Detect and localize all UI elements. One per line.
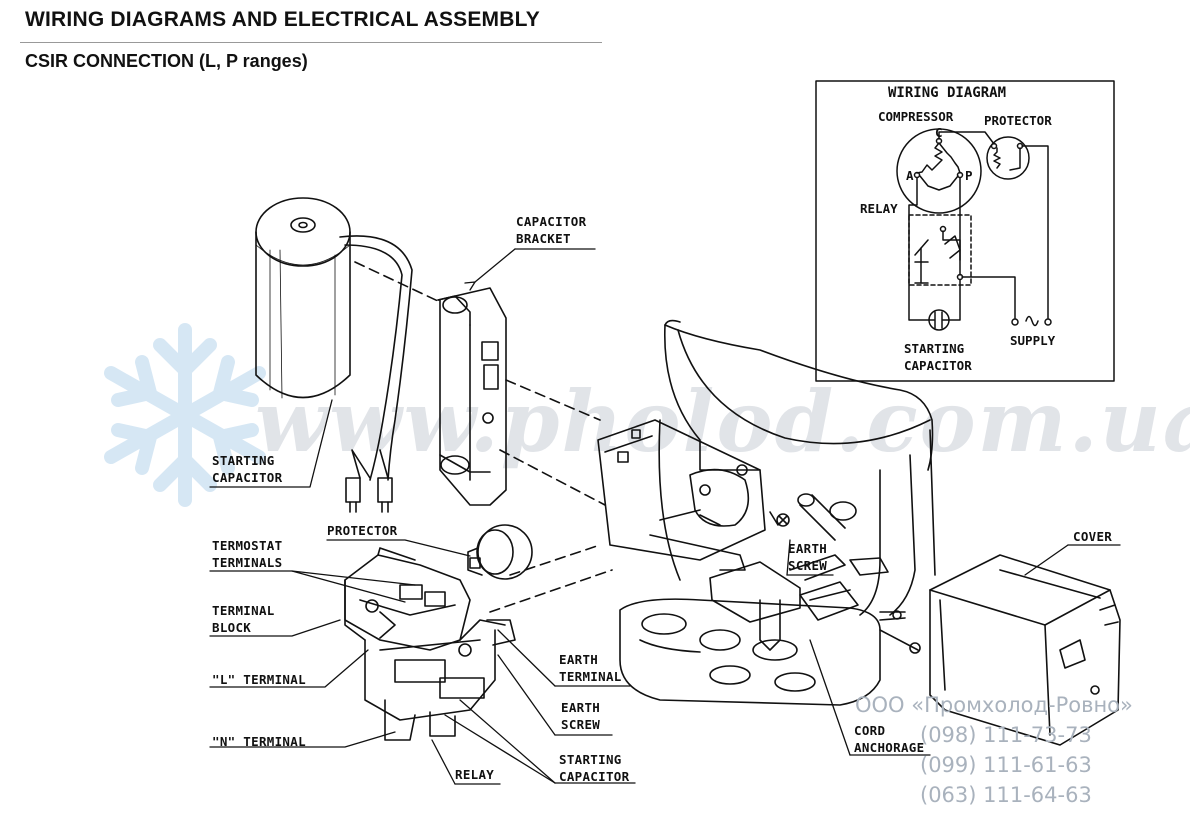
capacitor-bracket	[437, 287, 507, 506]
wd-terminal-a: A	[906, 168, 914, 183]
label-l-terminal: "L" TERMINAL	[212, 672, 306, 687]
watermark-phone-1: (098) 111-73-73	[920, 723, 1092, 747]
capacitor-symbol	[928, 279, 961, 331]
page-title: WIRING DIAGRAMS AND ELECTRICAL ASSEMBLY	[25, 8, 540, 31]
label-cover: COVER	[1073, 529, 1113, 544]
label-capacitor-bracket: CAPACITOR BRACKET	[516, 214, 587, 246]
wiring-diagram-title: WIRING DIAGRAM	[888, 85, 1007, 101]
label-relay: RELAY	[455, 767, 495, 782]
watermark-phone-2: (099) 111-61-63	[920, 753, 1092, 777]
wiring-lines	[908, 131, 1049, 321]
wd-terminal-p: P	[965, 168, 973, 183]
wd-label-starting-capacitor: STARTING CAPACITOR	[904, 341, 972, 373]
wd-label-relay: RELAY	[860, 201, 898, 216]
wd-terminal-c: C	[935, 125, 943, 140]
label-terminal-block: TERMINAL BLOCK	[212, 603, 275, 635]
capacitor-leads	[339, 235, 413, 513]
terminal-block-assembly	[344, 547, 516, 741]
label-earth-screw-upper: EARTH SCREW	[788, 541, 828, 573]
watermark-phone-3: (063) 111-64-63	[920, 783, 1092, 807]
compressor-body	[619, 319, 936, 706]
supply-symbol	[1011, 315, 1052, 327]
label-earth-terminal: EARTH TERMINAL	[559, 652, 622, 684]
title-divider	[20, 42, 602, 43]
label-n-terminal: "N" TERMINAL	[212, 734, 306, 749]
compressor-symbol	[896, 128, 982, 214]
suction-tube	[797, 493, 857, 541]
protector-symbol	[986, 136, 1030, 180]
label-earth-screw-lower: EARTH SCREW	[561, 700, 601, 732]
page-subtitle: CSIR CONNECTION (L, P ranges)	[25, 51, 308, 71]
label-starting-capacitor-top: STARTING CAPACITOR	[212, 453, 283, 485]
label-cord-anchorage: CORD ANCHORAGE	[854, 723, 925, 755]
wiring-diagram-frame	[815, 80, 1115, 382]
wd-label-supply: SUPPLY	[1010, 333, 1056, 348]
label-protector: PROTECTOR	[327, 523, 398, 538]
wd-label-compressor: COMPRESSOR	[878, 109, 954, 124]
earth-screw-upper-part	[769, 511, 790, 527]
snowflake-icon	[104, 323, 266, 507]
leader-lines	[209, 248, 1121, 785]
watermark-site: www.pholod.com.ua	[255, 372, 1190, 471]
relay-symbol	[908, 214, 1016, 319]
label-starting-capacitor-bottom: STARTING CAPACITOR	[559, 752, 630, 784]
label-termostat-terminals: TERMOSTAT TERMINALS	[212, 538, 283, 570]
wd-label-protector: PROTECTOR	[984, 113, 1052, 128]
protector-part	[467, 524, 533, 580]
starting-capacitor-cylinder	[255, 197, 351, 399]
watermark-company: ООО «Промхолод-Ровно»	[855, 693, 1133, 717]
cord-anchorage-part	[709, 554, 921, 654]
